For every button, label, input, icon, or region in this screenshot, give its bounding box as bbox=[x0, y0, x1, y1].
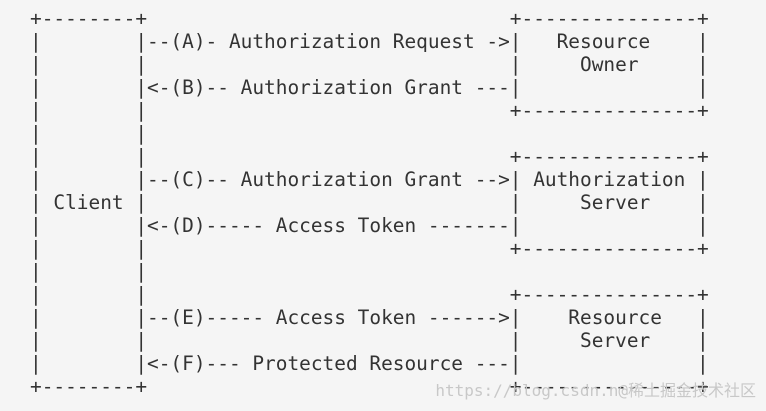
diagram-line: +--------+ +---------------+ bbox=[30, 7, 709, 30]
diagram-line: | | +---------------+ bbox=[30, 283, 709, 306]
diagram-line: | | bbox=[30, 122, 148, 145]
diagram-line: | |--(C)-- Authorization Grant -->| Auth… bbox=[30, 168, 709, 191]
diagram-line: | |<-(B)-- Authorization Grant ---| | bbox=[30, 76, 709, 99]
diagram-line: | |--(E)----- Access Token ------>| Reso… bbox=[30, 306, 709, 329]
diagram-line: | | | Owner | bbox=[30, 53, 709, 76]
diagram-line: | |<-(F)--- Protected Resource ---| | bbox=[30, 352, 709, 375]
ascii-diagram: +--------+ +---------------+ | |--(A)- A… bbox=[30, 7, 709, 398]
diagram-line: | | +---------------+ bbox=[30, 145, 709, 168]
diagram-line: | | | Server | bbox=[30, 329, 709, 352]
diagram-line: | | bbox=[30, 260, 148, 283]
diagram-line: | | +---------------+ bbox=[30, 99, 709, 122]
diagram-line: +--------+ +---------------+ bbox=[30, 375, 709, 398]
diagram-line: | |<-(D)----- Access Token -------| | bbox=[30, 214, 709, 237]
watermark: https://blog.csdn.n@稀土掘金技术社区 bbox=[435, 381, 756, 400]
diagram-line: | Client | | Server | bbox=[30, 191, 709, 214]
diagram-line: | |--(A)- Authorization Request ->| Reso… bbox=[30, 30, 709, 53]
diagram-line: | | +---------------+ bbox=[30, 237, 709, 260]
